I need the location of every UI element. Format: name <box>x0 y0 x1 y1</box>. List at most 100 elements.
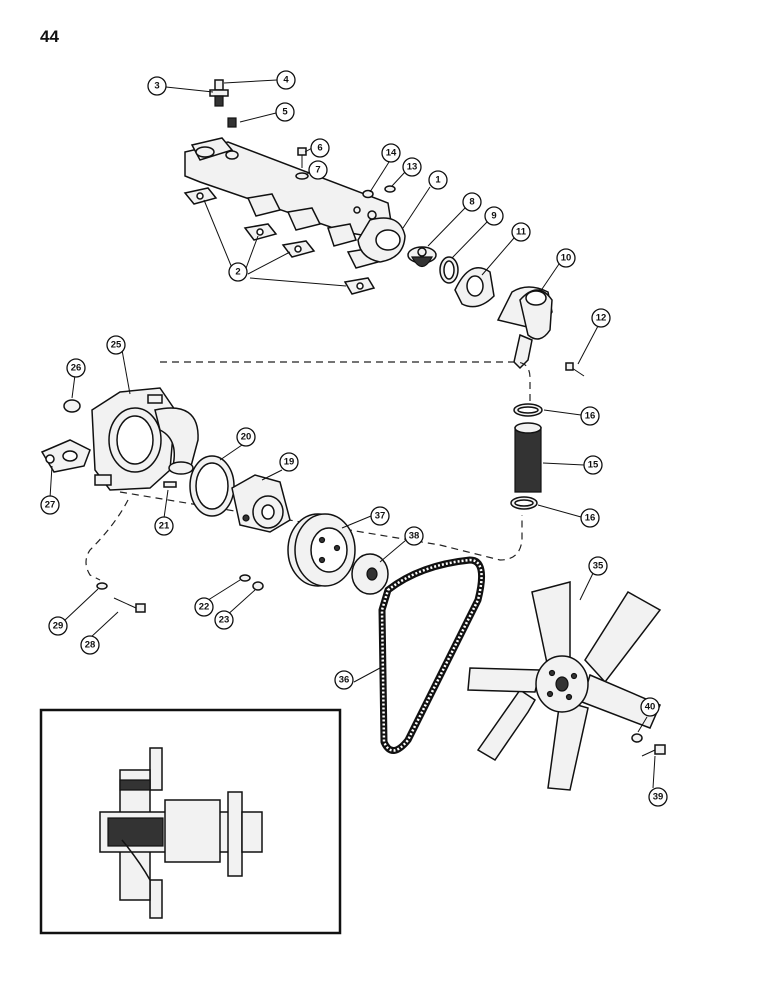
gasket-27 <box>40 439 91 473</box>
callout-16-bottom: 16 <box>580 508 600 528</box>
pulley-hub <box>351 553 389 595</box>
svg-text:37: 37 <box>375 511 386 522</box>
svg-text:9: 9 <box>491 211 496 222</box>
svg-text:13: 13 <box>407 162 418 173</box>
callout-13: 13 <box>402 157 422 177</box>
water-pump <box>231 474 291 533</box>
svg-text:19: 19 <box>284 457 295 468</box>
stud-21 <box>163 481 177 488</box>
svg-text:3: 3 <box>154 81 159 92</box>
svg-text:36: 36 <box>339 675 350 686</box>
svg-text:11: 11 <box>516 227 527 238</box>
washer-22 <box>239 574 251 582</box>
svg-text:4: 4 <box>283 75 289 86</box>
page-number: 44 <box>40 27 59 46</box>
thermostat-seal <box>439 256 459 284</box>
bolt-6 <box>297 147 307 168</box>
callout-8: 8 <box>462 192 482 212</box>
water-manifold <box>184 137 406 269</box>
temperature-sender <box>209 79 229 107</box>
callout-28: 28 <box>80 635 100 655</box>
callout-14: 14 <box>381 143 401 163</box>
callout-20: 20 <box>236 427 256 447</box>
callout-22: 22 <box>194 597 214 617</box>
svg-text:15: 15 <box>588 460 599 471</box>
callout-39: 39 <box>648 787 668 807</box>
callout-4: 4 <box>276 70 296 90</box>
svg-text:20: 20 <box>241 432 252 443</box>
callout-25: 25 <box>106 335 126 355</box>
svg-text:40: 40 <box>645 702 656 713</box>
callout-7: 7 <box>308 160 328 180</box>
bolt-28 <box>113 597 146 613</box>
callout-19: 19 <box>279 452 299 472</box>
callout-38: 38 <box>404 526 424 546</box>
svg-text:2: 2 <box>235 267 240 278</box>
callout-21: 21 <box>154 516 174 536</box>
callout-35: 35 <box>588 556 608 576</box>
washer-40 <box>631 733 643 743</box>
callout-29: 29 <box>48 616 68 636</box>
callout-16-top: 16 <box>580 406 600 426</box>
pulley <box>287 513 356 587</box>
thermostat-gasket <box>454 267 495 308</box>
svg-text:8: 8 <box>469 197 474 208</box>
clamp-16-bottom <box>510 496 538 510</box>
svg-text:28: 28 <box>85 640 96 651</box>
svg-text:35: 35 <box>593 561 604 572</box>
callout-36: 36 <box>334 670 354 690</box>
svg-text:26: 26 <box>71 363 82 374</box>
pipe-plug <box>227 117 237 128</box>
gasket-20 <box>189 455 235 517</box>
svg-text:14: 14 <box>386 148 397 159</box>
svg-text:12: 12 <box>596 313 607 324</box>
callout-5: 5 <box>275 102 295 122</box>
svg-text:16: 16 <box>585 411 596 422</box>
callout-1: 1 <box>428 170 448 190</box>
svg-text:39: 39 <box>653 792 664 803</box>
svg-text:29: 29 <box>53 621 64 632</box>
fan <box>467 581 662 791</box>
callout-9: 9 <box>484 206 504 226</box>
washer-13 <box>384 185 396 193</box>
manifold-gaskets <box>183 187 376 295</box>
svg-text:1: 1 <box>435 175 441 186</box>
bolt-39 <box>641 744 666 757</box>
callout-40: 40 <box>640 697 660 717</box>
bolt-12 <box>565 362 585 377</box>
callout-26: 26 <box>66 358 86 378</box>
svg-text:5: 5 <box>282 107 288 118</box>
callout-2: 2 <box>228 262 248 282</box>
callout-23: 23 <box>214 610 234 630</box>
nut-23 <box>252 581 264 591</box>
callout-12: 12 <box>591 308 611 328</box>
hose <box>514 422 542 493</box>
pump-cross-section-inset <box>39 708 342 935</box>
callout-11: 11 <box>511 222 531 242</box>
svg-text:23: 23 <box>219 615 230 626</box>
callout-3: 3 <box>147 76 167 96</box>
svg-text:27: 27 <box>45 500 56 511</box>
fan-belt <box>378 556 486 754</box>
callout-10: 10 <box>556 248 576 268</box>
svg-text:21: 21 <box>159 521 170 532</box>
svg-text:6: 6 <box>317 143 322 154</box>
thermostat <box>407 246 437 268</box>
washer-29 <box>96 582 108 590</box>
washer-7 <box>295 172 309 180</box>
plug-26 <box>63 399 81 413</box>
thermostat-housing <box>496 286 553 370</box>
svg-text:25: 25 <box>111 340 122 351</box>
callout-27: 27 <box>40 495 60 515</box>
svg-text:38: 38 <box>409 531 420 542</box>
nut-14 <box>362 189 374 199</box>
pump-housing <box>91 387 199 491</box>
svg-text:7: 7 <box>315 165 320 176</box>
callout-6: 6 <box>310 138 330 158</box>
svg-text:10: 10 <box>561 253 572 264</box>
svg-text:16: 16 <box>585 513 596 524</box>
callout-37: 37 <box>370 506 390 526</box>
clamp-16-top <box>513 403 543 417</box>
svg-text:22: 22 <box>199 602 210 613</box>
